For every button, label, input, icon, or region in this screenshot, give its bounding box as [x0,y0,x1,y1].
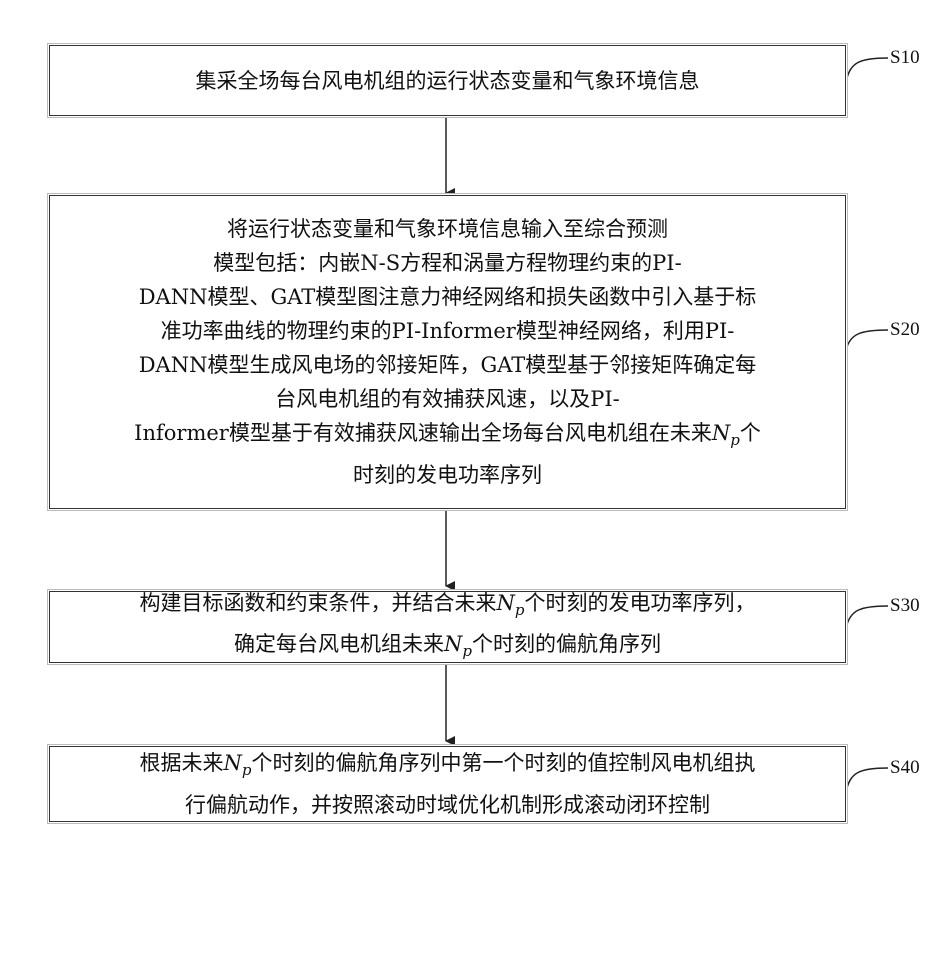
s20-line-1: 将运行状态变量和气象环境信息输入至综合预测 [134,212,761,246]
s30-line-2: 确定每台风电机组未来Np个时刻的偏航角序列 [140,627,756,668]
step-label-s10: S10 [890,47,920,69]
s40-line-2: 行偏航动作，并按照滚动时域优化机制形成滚动闭环控制 [140,788,756,822]
step-box-s30: 构建目标函数和约束条件，并结合未来Np个时刻的发电功率序列， 确定每台风电机组未… [49,591,846,663]
s20-line-6: 台风电机组的有效捕获风速，以及PI- [134,382,761,416]
step-label-s20: S20 [890,319,920,341]
s30-line-1: 构建目标函数和约束条件，并结合未来Np个时刻的发电功率序列， [140,586,756,627]
s20-line-7: Informer模型基于有效捕获风速输出全场每台风电机组在未来Np个 [134,416,761,457]
s20-line-5: DANN模型生成风电场的邻接矩阵，GAT模型基于邻接矩阵确定每 [134,348,761,382]
s20-line-4: 准功率曲线的物理约束的PI-Informer模型神经网络，利用PI- [134,314,761,348]
step-label-s40: S40 [890,757,920,779]
step-box-s10: 集采全场每台风电机组的运行状态变量和气象环境信息 [49,45,846,116]
step-text-s30: 构建目标函数和约束条件，并结合未来Np个时刻的发电功率序列， 确定每台风电机组未… [128,586,768,668]
step-label-s30: S30 [890,595,920,617]
step-box-s40: 根据未来Np个时刻的偏航角序列中第一个时刻的值控制风电机组执 行偏航动作，并按照… [49,746,846,822]
s20-line-8: 时刻的发电功率序列 [134,458,761,492]
leader-s20 [846,330,888,350]
s20-line-3: DANN模型、GAT模型图注意力神经网络和损失函数中引入基于标 [134,280,761,314]
step-box-s20: 将运行状态变量和气象环境信息输入至综合预测 模型包括：内嵌N-S方程和涡量方程物… [49,195,846,509]
step-text-s40: 根据未来Np个时刻的偏航角序列中第一个时刻的值控制风电机组执 行偏航动作，并按照… [128,746,768,821]
s20-line-2: 模型包括：内嵌N-S方程和涡量方程物理约束的PI- [134,246,761,280]
s40-line-1: 根据未来Np个时刻的偏航角序列中第一个时刻的值控制风电机组执 [140,746,756,787]
step-text-s20: 将运行状态变量和气象环境信息输入至综合预测 模型包括：内嵌N-S方程和涡量方程物… [120,204,775,499]
leader-s10 [846,58,888,82]
leader-s30 [846,606,888,628]
leader-s40 [846,768,888,792]
step-text-s10: 集采全场每台风电机组的运行状态变量和气象环境信息 [184,64,712,98]
